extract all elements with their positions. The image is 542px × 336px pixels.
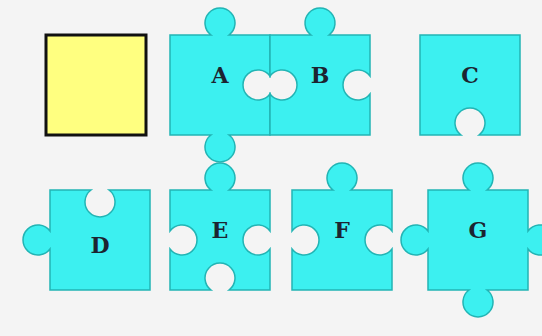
puzzle-piece: A xyxy=(170,35,270,135)
piece-outline xyxy=(388,150,542,330)
puzzle-piece: C xyxy=(420,35,520,135)
puzzle-piece: F xyxy=(292,190,392,290)
puzzle-piece: E xyxy=(170,190,270,290)
piece-outline xyxy=(420,35,520,135)
puzzle-piece: G xyxy=(428,190,528,290)
piece-outline xyxy=(23,190,150,290)
piece-letter: G xyxy=(469,217,488,243)
piece-letter: E xyxy=(212,217,229,243)
puzzle-piece: B xyxy=(270,35,370,135)
piece-letter: B xyxy=(311,62,330,88)
piece-outline xyxy=(401,163,542,317)
piece-letter: A xyxy=(211,62,228,88)
piece-letter: C xyxy=(461,62,479,88)
piece-letter: D xyxy=(90,232,109,258)
piece-outline xyxy=(170,8,270,162)
piece-letter: F xyxy=(334,217,350,243)
puzzle-piece: D xyxy=(50,190,150,290)
piece-outline xyxy=(170,163,270,290)
target-square xyxy=(46,35,146,135)
piece-outline xyxy=(270,8,370,135)
piece-outline xyxy=(292,163,392,290)
piece-outline xyxy=(380,0,542,175)
